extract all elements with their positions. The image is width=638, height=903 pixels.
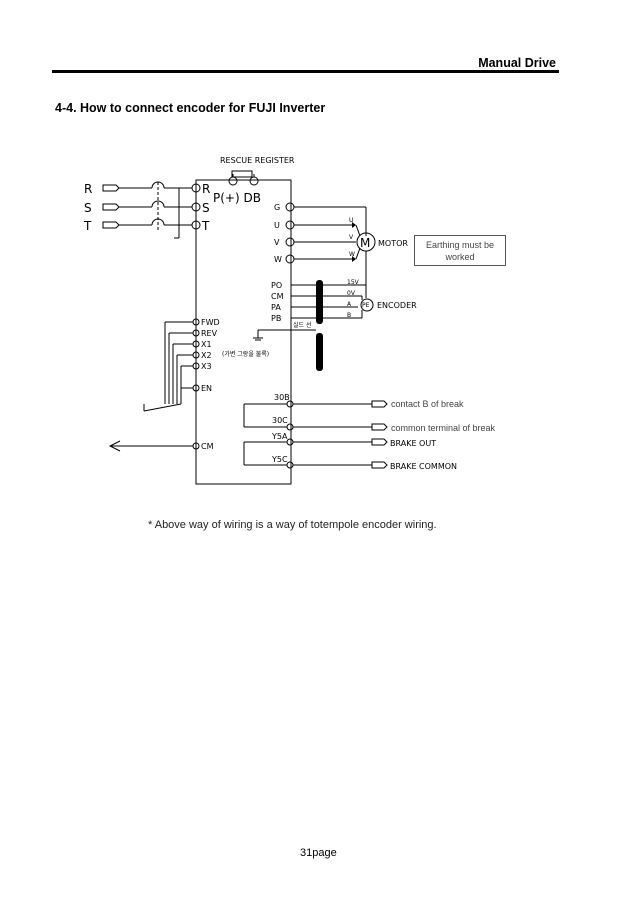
brake-common-label: BRAKE COMMON: [390, 462, 457, 471]
terminal-label-v: V: [274, 238, 280, 247]
input-label-t: T: [83, 219, 92, 233]
encoder-pin-15v: 15V: [347, 279, 360, 286]
encoder-pin-0v: 0V: [347, 290, 356, 297]
bus-label: P(+) DB: [213, 191, 261, 205]
motor-label: MOTOR: [378, 239, 408, 248]
encoder-pin-a: A: [347, 301, 352, 308]
terminal-label-r: R: [202, 182, 210, 196]
header-title: Manual Drive: [478, 56, 556, 70]
resistor-symbol: [231, 170, 253, 178]
input-label-r: R: [84, 182, 92, 196]
earthing-note-box: Earthing must be worked: [414, 235, 506, 266]
relay-y5a: Y5A: [271, 432, 288, 441]
earthing-note: Earthing must be worked: [425, 240, 495, 262]
common-terminal: CM: [201, 442, 214, 451]
encoder-terminal-cm: CM: [271, 292, 284, 301]
page-number: 31page: [300, 847, 337, 859]
note-contact-b: contact B of break: [391, 399, 464, 409]
motor-phase-u: U: [349, 217, 353, 224]
input-lines: R S T: [83, 181, 192, 239]
control-terminals: FWD REV X1 X2 X3 EN CM: [108, 318, 220, 452]
terminal-p: [228, 176, 238, 186]
motor-phase-w: W: [349, 251, 355, 258]
input-label-s: S: [84, 201, 92, 215]
relay-30c: 30C: [272, 416, 288, 425]
control-rev: REV: [201, 329, 218, 338]
relay-30b: 30B: [274, 393, 290, 402]
terminal-db: [249, 176, 259, 186]
terminal-label-w: W: [274, 255, 282, 264]
terminal-label-t: T: [201, 219, 210, 233]
encoder-pin-b: B: [347, 312, 351, 319]
control-x3: X3: [201, 362, 212, 371]
control-x1: X1: [201, 340, 212, 349]
motor-letter: M: [360, 236, 370, 250]
brake-out-label: BRAKE OUT: [390, 439, 436, 448]
terminal-label-g: G: [274, 203, 280, 212]
ground-note: (가변 그랑을 불록): [222, 350, 269, 358]
control-fwd: FWD: [201, 318, 220, 327]
header-rule: [52, 70, 559, 73]
inverter-body: [195, 179, 292, 485]
encoder-terminal-po: PO: [271, 281, 282, 290]
encoder-label: ENCODER: [377, 301, 417, 310]
encoder-letters: PE: [362, 302, 370, 309]
footnote: * Above way of wiring is a way of totemp…: [148, 519, 437, 531]
rescue-register-label: RESCUE REGISTER: [220, 156, 295, 165]
section-heading: 4-4. How to connect encoder for FUJI Inv…: [55, 101, 326, 115]
enable-terminal: EN: [201, 384, 212, 393]
encoder-symbol: [360, 298, 374, 312]
encoder-terminal-pa: PA: [271, 303, 281, 312]
control-x2: X2: [201, 351, 212, 360]
note-common-terminal: common terminal of break: [391, 423, 496, 433]
shield-label: 실드 선: [293, 321, 311, 329]
terminal-label-u: U: [274, 221, 280, 230]
shield-cable-upper: [316, 280, 323, 324]
encoder-terminal-pb: PB: [271, 314, 281, 323]
motor-phase-v: V: [349, 234, 354, 241]
terminal-label-s: S: [202, 201, 210, 215]
relay-y5c: Y5C: [271, 455, 288, 464]
shield-cable-lower: [316, 333, 323, 371]
